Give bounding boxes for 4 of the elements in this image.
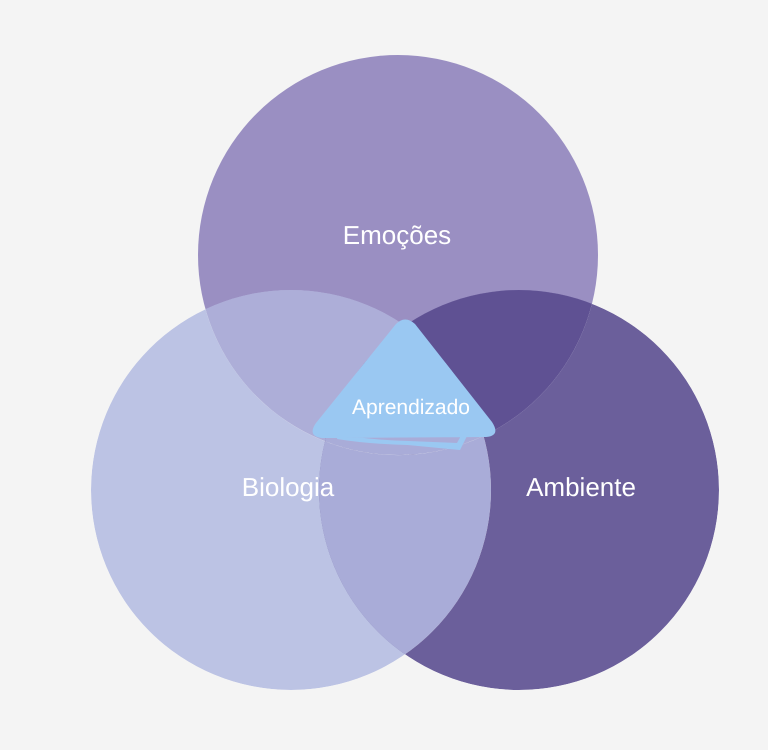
triangle-label: Aprendizado xyxy=(352,396,470,420)
circle-label: Biologia xyxy=(242,473,334,503)
circle-label: Emoções xyxy=(342,221,452,251)
circle-label: Ambiente xyxy=(526,473,636,503)
